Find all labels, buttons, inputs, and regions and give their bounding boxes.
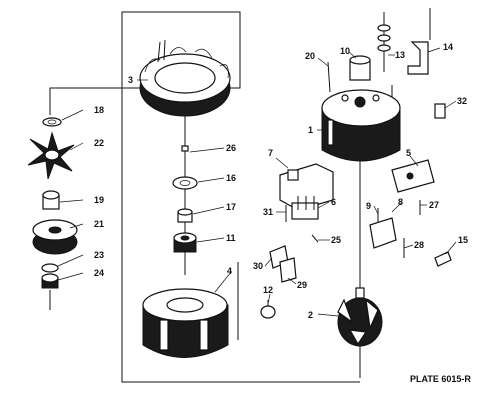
part-24-nut: [41, 273, 59, 289]
part-17-collar: [177, 208, 193, 223]
part-13-terminal-stack: [377, 12, 391, 72]
part-7-brush-holder: [279, 163, 334, 211]
part-3-stator: [139, 39, 231, 117]
callout-15: 15: [458, 235, 468, 245]
part-18-washer: [42, 117, 62, 127]
callout-30: 30: [253, 261, 263, 271]
part-29-clip: [279, 257, 297, 283]
callout-25: 25: [331, 235, 341, 245]
callout-22: 22: [94, 138, 104, 148]
part-22-fan: [27, 131, 75, 180]
part-2-rotor: [337, 262, 383, 378]
callout-3: 3: [128, 75, 133, 85]
callout-9: 9: [366, 201, 371, 211]
part-6-terminal-block: [291, 196, 319, 220]
part-8-diode-trio: [369, 208, 397, 249]
part-19-spacer: [42, 190, 60, 210]
part-1-end-frame: [321, 89, 401, 162]
callouts: 1 2 3 4 5 6 7 8 9 10 11 12 13 14 15 16 1…: [94, 42, 468, 320]
callout-20: 20: [305, 51, 315, 61]
callout-27: 27: [429, 200, 439, 210]
callout-19: 19: [94, 195, 104, 205]
callout-16: 16: [226, 173, 236, 183]
part-4-housing: [142, 288, 229, 358]
part-12-connector: [260, 305, 276, 319]
callout-24: 24: [94, 268, 104, 278]
callout-11: 11: [226, 233, 236, 243]
callout-12: 12: [263, 285, 273, 295]
callout-29: 29: [297, 280, 307, 290]
part-16-washer: [172, 176, 198, 190]
part-21-pulley: [32, 219, 78, 255]
callout-14: 14: [443, 42, 453, 52]
callout-8: 8: [398, 197, 403, 207]
callout-4: 4: [227, 266, 232, 276]
part-26-screw: [181, 145, 189, 168]
part-15-terminal: [434, 251, 452, 267]
part-14-bracket: [407, 8, 431, 75]
plate-label: PLATE 6015-R: [410, 374, 471, 384]
callout-17: 17: [226, 202, 236, 212]
callout-5: 5: [406, 148, 411, 158]
callout-18: 18: [94, 105, 104, 115]
callout-10: 10: [340, 46, 350, 56]
callout-28: 28: [414, 240, 424, 250]
part-20-bolt: [327, 61, 331, 93]
callout-6: 6: [331, 197, 336, 207]
callout-21: 21: [94, 219, 104, 229]
callout-32: 32: [457, 96, 467, 106]
callout-26: 26: [226, 143, 236, 153]
callout-1: 1: [308, 125, 313, 135]
part-10-capacitor: [349, 55, 371, 81]
part-25-screw: [311, 234, 319, 243]
part-23-washer: [41, 263, 59, 273]
callout-23: 23: [94, 250, 104, 260]
callout-13: 13: [395, 50, 405, 60]
part-11-bearing: [173, 232, 197, 253]
part-32-clip: [434, 103, 446, 119]
callout-31: 31: [263, 207, 273, 217]
callout-7: 7: [268, 148, 273, 158]
leader-lines: [57, 47, 457, 317]
callout-2: 2: [308, 310, 313, 320]
